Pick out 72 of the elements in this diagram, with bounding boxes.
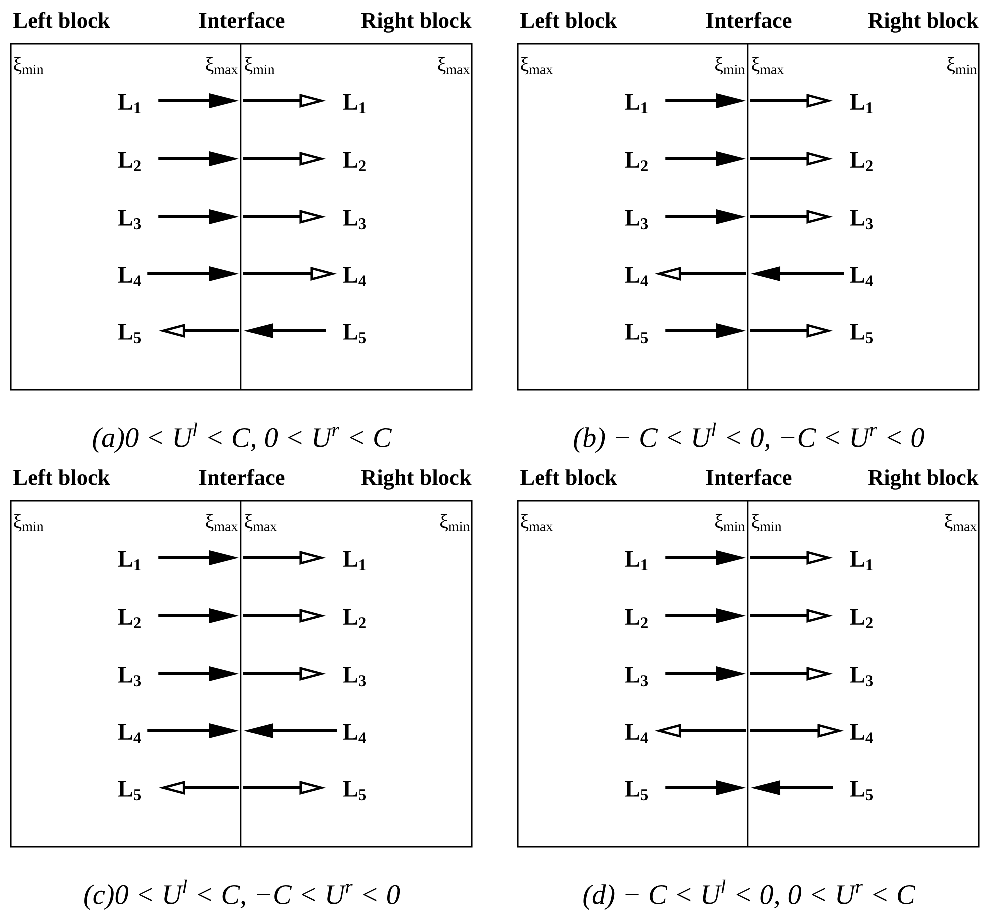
coordinate-label: ξ$_{min}$ [245,57,275,75]
coordinate-label: ξ$_{max}$ [438,57,470,75]
line-label: L$_{5}$ [625,324,648,344]
line-label: L$_{5}$ [850,781,874,801]
line-label: L$_{1}$ [850,94,873,114]
line-label: L$_{5}$ [118,324,142,344]
line-label: L$_{2}$ [625,610,648,628]
line-label: L$_{2}$ [850,152,873,172]
line-label: L$_{4}$ [850,268,874,286]
line-label: L$_{4}$ [625,268,648,286]
line-label: L$_{4}$ [118,724,142,744]
line-label: L$_{2}$ [343,152,366,172]
line-label: L$_{3}$ [625,210,648,230]
coordinate-label: ξ$_{min}$ [14,57,44,75]
coordinate-label: ξ$_{max}$ [521,57,553,75]
line-label: L$_{3}$ [118,667,142,687]
line-label: L$_{5}$ [118,781,142,801]
column-heading: Left block [14,12,110,28]
caption: (a)0 < U$^{l}$ < C, 0 < U$^{r}$ < C [93,422,392,454]
line-label: L$_{3}$ [625,667,648,687]
coordinate-label: ξ$_{min}$ [440,514,470,532]
line-label: L$_{5}$ [850,324,874,344]
line-label: L$_{2}$ [850,610,873,628]
column-heading: Right block [361,470,472,490]
line-label: L$_{4}$ [118,268,142,286]
coordinate-label: ξ$_{max}$ [752,57,784,75]
column-heading: Left block [520,12,618,28]
coordinate-label: ξ$_{max}$ [945,514,978,532]
line-label: L$_{2}$ [343,610,366,628]
line-label: L$_{1}$ [850,552,873,570]
line-label: L$_{3}$ [850,667,874,687]
line-label: L$_{5}$ [625,781,648,801]
line-label: L$_{3}$ [850,210,874,230]
column-heading: Right block [868,470,979,490]
line-label: L$_{1}$ [625,552,648,570]
line-label: L$_{1}$ [343,94,366,114]
coordinate-label: ξ$_{min}$ [716,514,745,532]
coordinate-label: ξ$_{max}$ [206,57,238,75]
caption: (d) − C < U$^{l}$ < 0, 0 < U$^{r}$ < C [584,880,916,910]
line-label: L$_{1}$ [118,94,141,114]
line-label: L$_{1}$ [118,552,141,570]
line-label: L$_{4}$ [343,724,366,744]
line-label: L$_{5}$ [343,324,366,344]
column-heading: Interface [200,12,285,28]
coordinate-label: ξ$_{max}$ [206,514,238,532]
column-heading: Left block [14,469,110,486]
coordinate-label: ξ$_{max}$ [245,514,277,532]
caption: (b) − C < U$^{l}$ < 0, −C < U$^{r}$ < 0 [574,422,924,454]
line-label: L$_{2}$ [625,152,648,172]
column-heading: Left block [520,469,618,486]
line-label: L$_{5}$ [343,781,366,801]
column-heading: Interface [200,469,285,486]
line-label: L$_{4}$ [343,268,366,286]
line-label: L$_{1}$ [625,94,648,114]
line-label: L$_{1}$ [343,552,366,570]
coordinate-label: ξ$_{min}$ [948,57,977,75]
line-label: L$_{3}$ [343,210,366,230]
coordinate-label: ξ$_{max}$ [521,514,553,532]
line-label: L$_{3}$ [343,667,366,687]
caption: (c)0 < U$^{l}$ < C, −C < U$^{r}$ < 0 [84,880,400,910]
coordinate-label: ξ$_{min}$ [752,514,782,532]
column-heading: Right block [361,12,472,33]
line-label: L$_{2}$ [118,152,141,172]
line-label: L$_{4}$ [625,724,648,744]
line-label: L$_{4}$ [850,724,874,744]
coordinate-label: ξ$_{min}$ [716,57,745,75]
column-heading: Interface [706,12,792,28]
line-label: L$_{2}$ [118,610,141,628]
column-heading: Right block [868,12,979,33]
line-label: L$_{3}$ [118,210,142,230]
coordinate-label: ξ$_{min}$ [14,514,44,532]
column-heading: Interface [706,469,792,486]
